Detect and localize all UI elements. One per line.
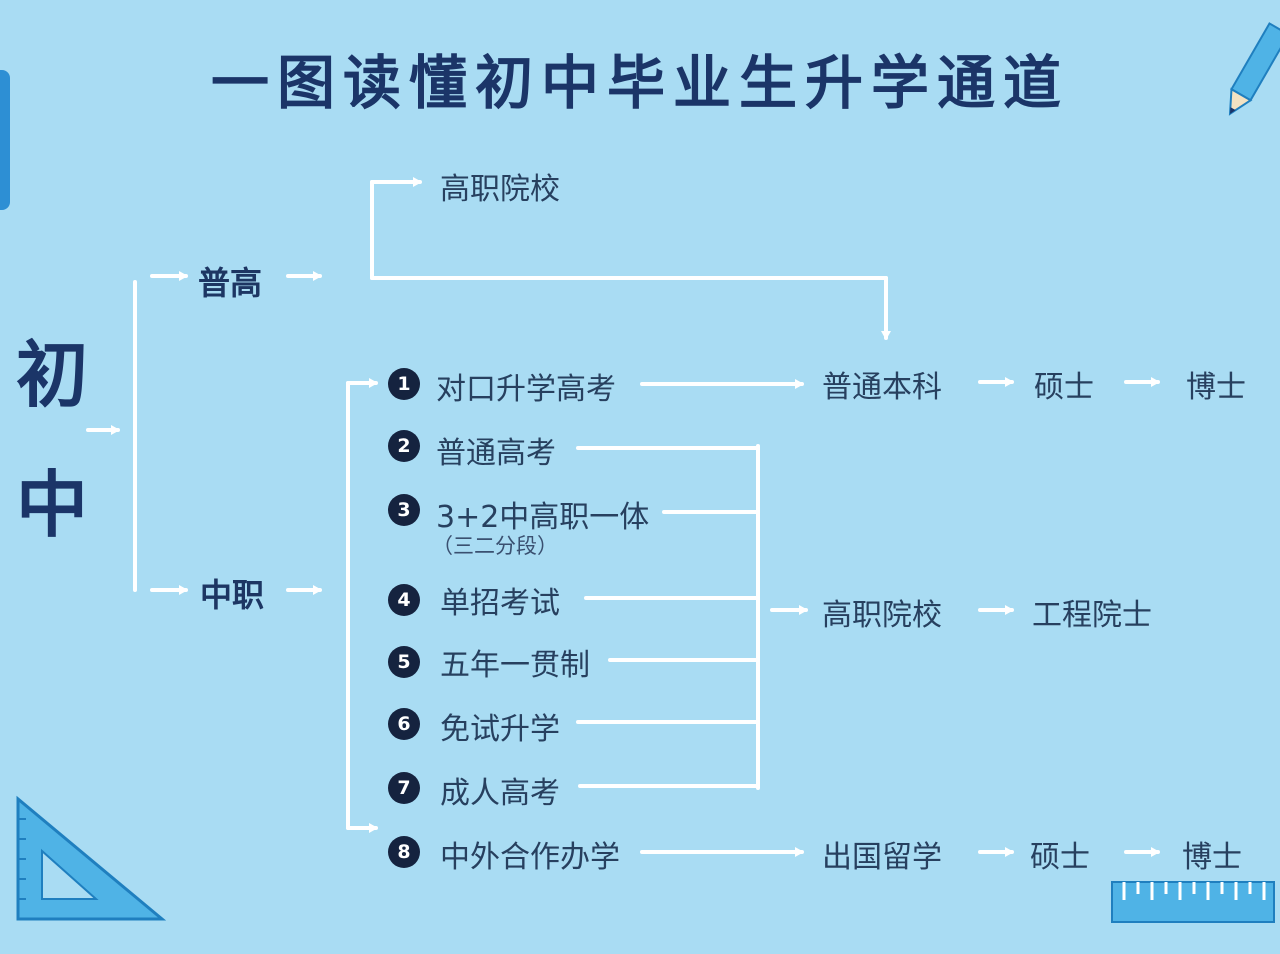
triangle-ruler-icon [16, 795, 167, 921]
pencil-icon [1228, 22, 1280, 116]
branch-general: 普高 [198, 264, 263, 302]
start-char-2: 中 [16, 463, 89, 547]
path-6-label: 免试升学 [440, 712, 560, 747]
path-6-badge: 6 [388, 708, 420, 740]
ruler-icon [1111, 881, 1275, 923]
outcome-bachelor: 普通本科 [822, 370, 942, 405]
path-3-sublabel: （三二分段） [432, 534, 558, 558]
path-3-badge: 3 [388, 494, 420, 526]
top-target-vocational-college: 高职院校 [440, 172, 560, 207]
path-7-label: 成人高考 [440, 776, 560, 811]
path-4-label: 单招考试 [440, 586, 560, 621]
outcome-doctor-1: 博士 [1186, 370, 1246, 405]
page-title: 一图读懂初中毕业生升学通道 [210, 49, 1069, 117]
path-7-badge: 7 [388, 772, 420, 804]
path-2-label: 普通高考 [436, 436, 556, 471]
outcome-doctor-2: 博士 [1182, 840, 1242, 875]
branch-vocational: 中职 [200, 576, 265, 614]
outcome-engineering-academician: 工程院士 [1032, 598, 1152, 633]
path-8-label: 中外合作办学 [440, 840, 620, 875]
path-5-badge: 5 [388, 646, 420, 678]
path-2-badge: 2 [388, 430, 420, 462]
outcome-master-1: 硕士 [1034, 370, 1094, 405]
path-8-badge: 8 [388, 836, 420, 868]
path-3-label: 3+2中高职一体 [436, 500, 650, 535]
path-1-badge: 1 [388, 368, 420, 400]
start-char-1: 初 [16, 333, 89, 417]
outcome-study-abroad: 出国留学 [822, 840, 942, 875]
path-5-label: 五年一贯制 [440, 648, 590, 683]
outcome-vocational-college: 高职院校 [822, 598, 942, 633]
left-accent-bar [0, 70, 10, 210]
outcome-master-2: 硕士 [1030, 840, 1090, 875]
path-1-label: 对口升学高考 [436, 372, 616, 407]
path-4-badge: 4 [388, 584, 420, 616]
